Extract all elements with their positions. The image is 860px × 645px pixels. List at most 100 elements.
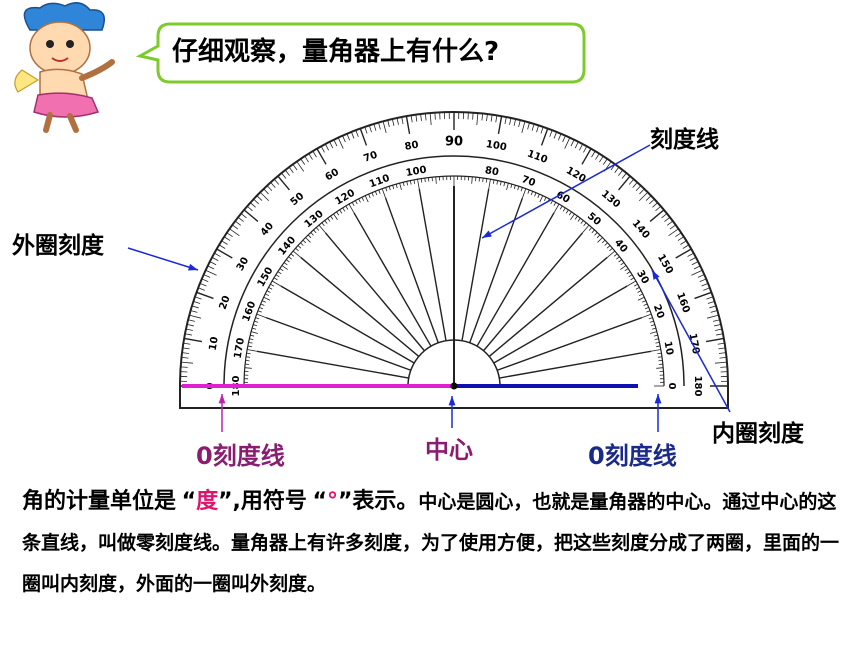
outer-tick [668, 228, 679, 237]
outer-tick [364, 126, 368, 134]
outer-tick [689, 257, 697, 262]
outer-tick [714, 323, 722, 327]
bubble-question-text: 仔细观察，量角器上有什么? [172, 37, 500, 67]
inner-tick [288, 256, 292, 260]
outer-scale-number: 70 [362, 150, 379, 165]
description-paragraph: 角的计量单位是 “度”,用符号 “°”表示。中心是圆心，也就是量角器的中心。通过… [22, 482, 842, 605]
inner-tick [247, 349, 258, 352]
outer-tick [707, 300, 715, 304]
inner-tick [624, 268, 629, 272]
inner-tick [527, 189, 530, 194]
outer-tick [540, 128, 549, 146]
inner-tick [345, 205, 349, 210]
inner-tick [613, 253, 618, 257]
inner-tick [646, 310, 651, 313]
inner-tick [302, 239, 307, 244]
inner-scale-number: 170 [233, 337, 247, 360]
inner-tick [606, 250, 616, 258]
inner-tick [417, 179, 420, 190]
outer-tick [574, 141, 579, 149]
outer-tick [599, 155, 604, 163]
inner-tick [513, 185, 516, 190]
outer-tick [632, 182, 638, 188]
outer-tick [223, 236, 231, 241]
outer-scale-arrow [127, 247, 199, 271]
inner-tick [277, 271, 282, 275]
radial-scale-line [461, 188, 490, 341]
center-point [450, 382, 458, 390]
radial-scale-line [496, 316, 643, 371]
outer-tick [337, 137, 344, 149]
inner-tick [550, 200, 553, 205]
radial-scale-line [265, 316, 412, 371]
inner-tick [378, 189, 381, 194]
outer-tick [226, 232, 233, 238]
inner-tick [355, 200, 358, 205]
outer-tick [401, 116, 404, 124]
inner-tick [626, 271, 631, 275]
inner-tick [604, 242, 608, 246]
inner-tick [620, 265, 627, 270]
outer-tick [346, 133, 351, 141]
outer-tick [549, 130, 553, 137]
inner-tick [420, 178, 423, 183]
desc-unit-word: 度 [196, 489, 219, 514]
inner-tick [637, 290, 642, 293]
outer-tick [415, 114, 418, 122]
outer-tick [250, 202, 256, 208]
inner-tick [339, 209, 343, 214]
outer-tick [256, 195, 263, 201]
outer-scale-number: 80 [404, 140, 420, 153]
outer-tick [292, 164, 298, 171]
outer-tick [518, 120, 521, 128]
inner-scale-number: 100 [405, 165, 428, 179]
inner-tick [517, 186, 520, 191]
inner-tick [650, 324, 655, 327]
inner-tick [594, 232, 598, 236]
desc-part2: ”,用符号 [218, 489, 307, 514]
outer-tick [405, 116, 411, 135]
outer-tick [694, 291, 712, 300]
outer-tick [201, 278, 209, 283]
outer-tick [203, 274, 211, 278]
outer-tick [240, 213, 247, 219]
outer-tick [486, 113, 488, 122]
inner-tick [260, 303, 265, 306]
inner-tick [641, 313, 652, 318]
desc-part3: ”表示。 [337, 489, 419, 514]
speech-bubble [135, 22, 586, 84]
outer-tick [699, 278, 707, 283]
inner-tick [246, 352, 251, 355]
outer-scale-number: 20 [218, 294, 233, 311]
inner-tick [333, 213, 338, 220]
outer-tick [581, 148, 592, 165]
inner-tick [616, 256, 620, 260]
outer-tick [181, 352, 190, 354]
inner-tick [406, 181, 409, 186]
inner-tick [256, 313, 267, 318]
desc-quote-open-1: “ [181, 489, 197, 514]
inner-tick [601, 239, 606, 244]
inner-tick [307, 234, 312, 239]
inner-tick [630, 277, 635, 281]
inner-tick [496, 180, 499, 185]
inner-tick [292, 250, 302, 258]
inner-tick [259, 306, 264, 310]
inner-tick [628, 274, 633, 278]
outer-scale-label: 外圈刻度 [12, 233, 104, 259]
outer-tick [316, 148, 327, 165]
inner-tick [582, 224, 590, 234]
zero-left-arrow-head [218, 394, 226, 404]
outer-tick [669, 224, 676, 230]
inner-tick [271, 280, 281, 287]
inner-tick [657, 356, 663, 358]
inner-tick [637, 296, 645, 301]
inner-tick [268, 287, 273, 290]
outer-tick [234, 220, 242, 226]
radial-scale-line [384, 197, 439, 344]
inner-tick [374, 191, 378, 196]
inner-tick [644, 306, 649, 310]
outer-tick [246, 205, 253, 212]
outer-tick [184, 337, 203, 343]
inner-tick [255, 317, 260, 320]
